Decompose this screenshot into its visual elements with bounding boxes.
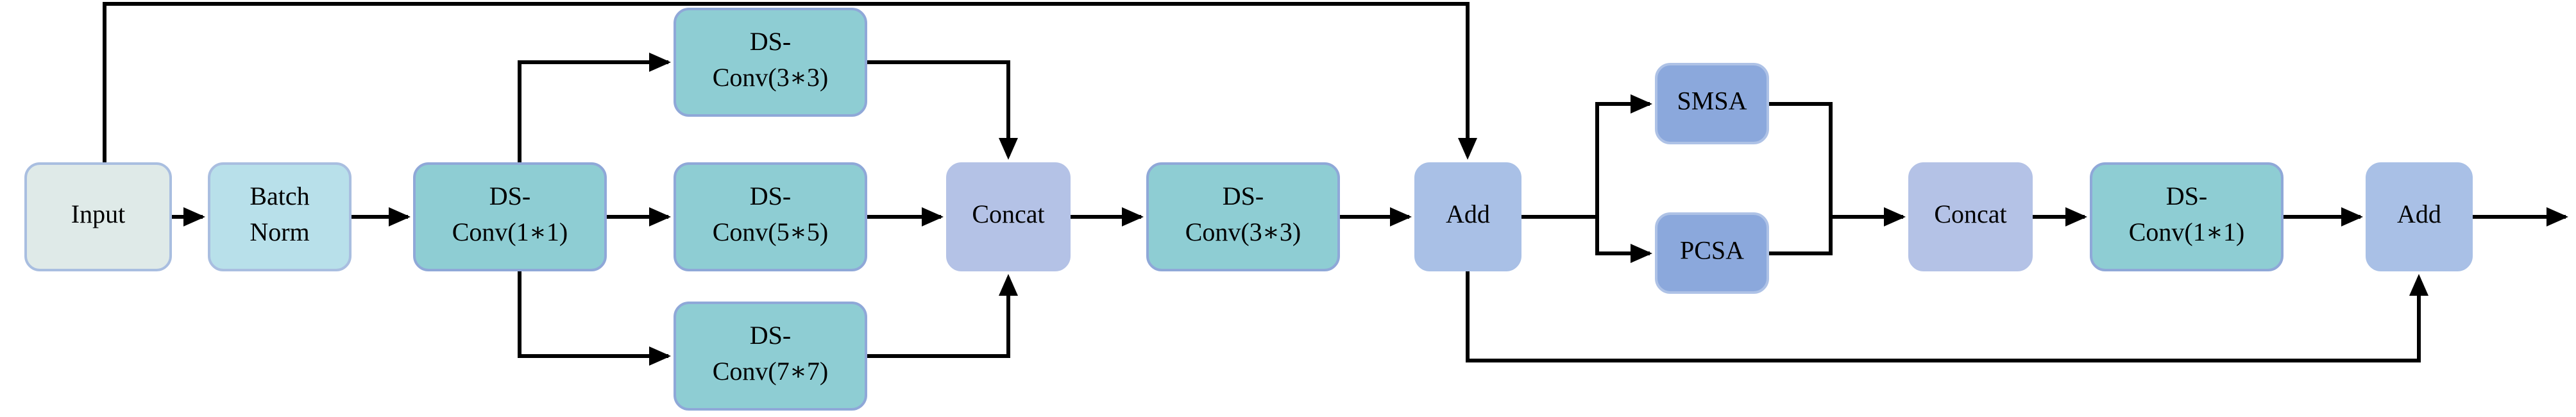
- node-dsconv1x1a[interactable]: DS-Conv(1∗1): [413, 162, 607, 271]
- edge-add1-to-pcsa: [1595, 217, 1652, 263]
- arrow-head-icon: [999, 274, 1018, 296]
- edge-line: [1520, 102, 1650, 219]
- node-add1[interactable]: Add: [1414, 162, 1521, 271]
- node-box[interactable]: [674, 162, 867, 271]
- node-box[interactable]: [1655, 212, 1769, 294]
- edge-dsconv1x1a-to-dsconv3x3a: [518, 53, 671, 164]
- edge-dsconv1x1a-to-dsconv5x5: [606, 207, 671, 226]
- edge-dsconv3x3b-to-add1: [1339, 207, 1412, 226]
- node-box[interactable]: [946, 162, 1071, 271]
- node-smsa[interactable]: SMSA: [1655, 63, 1769, 144]
- edge-dsconv5x5-to-concat1: [866, 207, 944, 226]
- edge-line: [1595, 217, 1650, 255]
- edge-line: [518, 60, 668, 164]
- edge-batchnorm-to-dsconv1x1a: [350, 207, 411, 226]
- edge-concat1-to-dsconv3x3b: [1069, 207, 1144, 226]
- edge-dsconv1x1a-to-dsconv7x7: [518, 270, 671, 366]
- edge-line: [518, 270, 668, 358]
- arrow-head-icon: [1458, 138, 1477, 160]
- edge-input-to-add1: [103, 2, 1477, 164]
- arrow-head-icon: [1631, 94, 1652, 114]
- node-dsconv7x7[interactable]: DS-Conv(7∗7): [674, 302, 867, 411]
- node-dsconv3x3b[interactable]: DS-Conv(3∗3): [1146, 162, 1340, 271]
- edge-dsconv7x7-to-concat1: [866, 274, 1018, 358]
- arrow-head-icon: [649, 207, 671, 226]
- edge-dsconv3x3a-to-concat1: [866, 60, 1018, 160]
- node-box[interactable]: [2366, 162, 2473, 271]
- arrow-head-icon: [2341, 207, 2363, 226]
- node-dsconv1x1b[interactable]: DS-Conv(1∗1): [2090, 162, 2284, 271]
- edge-line: [866, 278, 1010, 358]
- arrow-head-icon: [649, 346, 671, 366]
- node-add2[interactable]: Add: [2366, 162, 2473, 271]
- arrow-head-icon: [2546, 207, 2568, 226]
- arrow-head-icon: [922, 207, 944, 226]
- node-box[interactable]: [1146, 162, 1340, 271]
- edge-line: [866, 60, 1010, 156]
- edge-add1-to-add2: [1466, 270, 2428, 362]
- node-box[interactable]: [1414, 162, 1521, 271]
- edges-layer: [103, 2, 2568, 366]
- node-dsconv3x3a[interactable]: DS-Conv(3∗3): [674, 8, 867, 117]
- node-dsconv5x5[interactable]: DS-Conv(5∗5): [674, 162, 867, 271]
- node-box[interactable]: [208, 162, 352, 271]
- edge-line: [1768, 102, 1903, 219]
- edge-dsconv1x1b-to-add2: [2282, 207, 2363, 226]
- arrow-head-icon: [999, 138, 1018, 160]
- arrow-head-icon: [2065, 207, 2087, 226]
- arrow-head-icon: [1884, 207, 1906, 226]
- node-box[interactable]: [1908, 162, 2033, 271]
- arrow-head-icon: [1122, 207, 1144, 226]
- arrow-head-icon: [649, 53, 671, 72]
- node-box[interactable]: [24, 162, 172, 271]
- arrow-head-icon: [389, 207, 411, 226]
- edge-line: [1768, 217, 1833, 255]
- node-box[interactable]: [674, 302, 867, 411]
- arrow-head-icon: [183, 207, 205, 226]
- node-pcsa[interactable]: PCSA: [1655, 212, 1769, 294]
- node-box[interactable]: [2090, 162, 2284, 271]
- node-box[interactable]: [1655, 63, 1769, 144]
- node-box[interactable]: [413, 162, 607, 271]
- node-concat1[interactable]: Concat: [946, 162, 1071, 271]
- node-concat2[interactable]: Concat: [1908, 162, 2033, 271]
- arrow-head-icon: [1631, 244, 1652, 263]
- edge-add1-to-smsa: [1520, 94, 1652, 219]
- edge-smsa-to-concat2: [1768, 102, 1906, 226]
- node-box[interactable]: [674, 8, 867, 117]
- edge-line: [1466, 270, 2421, 362]
- edge-input-to-batchnorm: [171, 207, 205, 226]
- arrow-head-icon: [1390, 207, 1412, 226]
- edge-line: [103, 2, 1470, 164]
- node-input[interactable]: Input: [24, 162, 172, 271]
- edge-add2-to-output: [2471, 207, 2568, 226]
- edge-pcsa-to-concat2: [1768, 217, 1833, 255]
- edge-concat2-to-dsconv1x1b: [2031, 207, 2087, 226]
- arrow-head-icon: [2409, 274, 2428, 296]
